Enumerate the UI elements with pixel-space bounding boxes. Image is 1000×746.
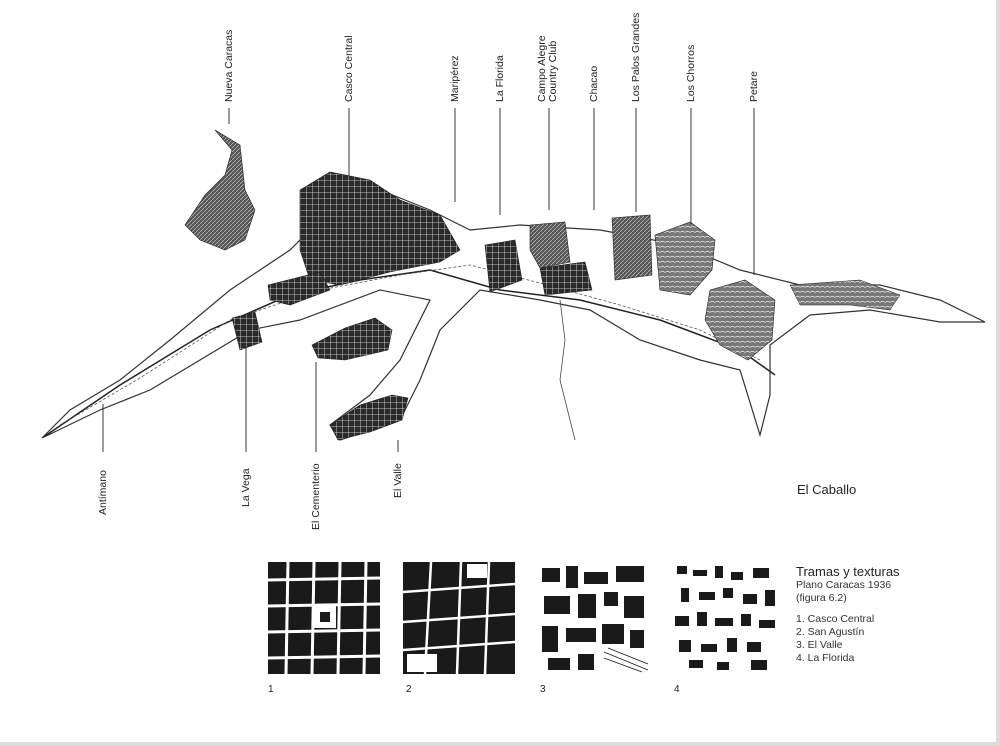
west-district [267, 271, 331, 306]
thumb-number-2: 2 [406, 684, 412, 695]
label-antimano: Antímano [97, 470, 109, 515]
petare-area [704, 279, 776, 361]
la-florida-area [484, 239, 523, 293]
texture-thumb-2 [403, 562, 515, 674]
texture-thumb-4 [671, 562, 783, 674]
river [59, 264, 761, 426]
los-palos-grandes-area [611, 214, 653, 281]
casco-central-area [299, 171, 461, 286]
label-campo-alegre: Campo Alegre Country Club [536, 35, 559, 102]
thumb-number-4: 4 [674, 684, 680, 695]
thumb-number-3: 3 [540, 684, 546, 695]
label-la-vega: La Vega [240, 468, 252, 507]
label-chacao: Chacao [588, 65, 600, 102]
el-valle-area [329, 394, 409, 441]
label-los-chorros: Los Chorros [685, 44, 697, 102]
legend-item-1: 1. Casco Central [796, 613, 875, 625]
legend-title: Tramas y texturas [796, 564, 900, 579]
legend-item-4: 4. La Florida [796, 652, 855, 664]
legend-subtitle-2: (figura 6.2) [796, 592, 847, 604]
label-petare: Petare [748, 71, 760, 102]
east-hills [789, 279, 901, 311]
label-el-valle: El Valle [392, 463, 404, 498]
texture-thumb-1 [268, 562, 380, 674]
legend-item-3: 3. El Valle [796, 639, 843, 651]
label-casco-central: Casco Central [343, 35, 355, 102]
label-nueva-caracas: Nueva Caracas [223, 29, 235, 102]
legend-item-2: 2. San Agustín [796, 626, 865, 638]
chacao-area [539, 261, 593, 296]
creek [559, 299, 576, 441]
main-road [44, 269, 776, 437]
label-la-florida: La Florida [494, 55, 506, 102]
label-el-caballo: El Caballo [797, 482, 857, 497]
legend: Tramas y texturas Plano Caracas 1936 (fi… [796, 564, 900, 665]
label-el-cementerio: El Cementerio [310, 463, 322, 530]
valley-outline [41, 189, 986, 441]
la-vega-area [231, 311, 263, 351]
los-chorros-area [654, 221, 716, 296]
el-cementerio-area [311, 317, 393, 361]
texture-thumb-3 [538, 562, 650, 674]
leader-lines [102, 108, 755, 452]
page-edge-bottom [0, 742, 1000, 746]
nueva-caracas-area [184, 129, 256, 251]
label-los-palos-grandes: Los Palos Grandes [630, 12, 642, 102]
label-mariperez: Maripérez [449, 55, 461, 102]
thumb-number-1: 1 [268, 684, 274, 695]
legend-subtitle-1: Plano Caracas 1936 [796, 579, 892, 591]
campo-alegre-area [529, 221, 571, 269]
page-edge-right [996, 0, 1000, 746]
